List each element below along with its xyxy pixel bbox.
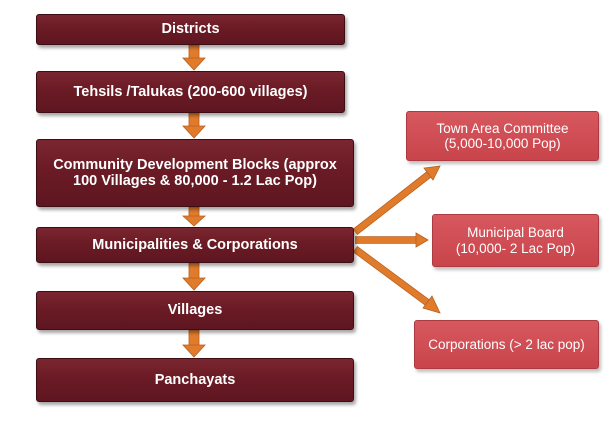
box-tehsils-label: Tehsils /Talukas (200-600 villages): [73, 83, 308, 100]
down-arrow-2: [182, 112, 206, 139]
box-districts: Districts: [36, 14, 345, 45]
box-municipal-board: Municipal Board (10,000- 2 Lac Pop): [432, 214, 599, 267]
branch-arrow-municipal-board: [355, 232, 429, 248]
box-tehsils: Tehsils /Talukas (200-600 villages): [36, 71, 345, 113]
box-town-area-committee: Town Area Committee (5,000-10,000 Pop): [406, 111, 599, 161]
box-panchayats: Panchayats: [36, 358, 354, 402]
box-community-development-blocks: Community Development Blocks (approx 100…: [36, 139, 354, 207]
box-municipalities-corporations: Municipalities & Corporations: [36, 227, 354, 263]
box-town-area-label: Town Area Committee (5,000-10,000 Pop): [436, 120, 569, 151]
box-municipalities-label: Municipalities & Corporations: [92, 236, 298, 253]
box-corporations-label: Corporations (> 2 lac pop): [428, 336, 585, 352]
down-arrow-4: [182, 262, 206, 291]
branch-arrow-town-area: [352, 165, 441, 235]
box-districts-label: Districts: [161, 21, 220, 38]
box-villages-label: Villages: [167, 302, 223, 319]
box-panchayats-label: Panchayats: [154, 371, 236, 388]
box-municipal-board-label: Municipal Board (10,000- 2 Lac Pop): [455, 225, 576, 256]
box-blocks-label: Community Development Blocks (approx 100…: [53, 156, 337, 189]
branch-arrow-corporations: [352, 245, 441, 314]
down-arrow-3: [181, 206, 207, 227]
down-arrow-1: [182, 44, 206, 71]
box-corporations: Corporations (> 2 lac pop): [414, 320, 599, 369]
down-arrow-5: [182, 329, 206, 358]
box-villages: Villages: [36, 291, 354, 330]
